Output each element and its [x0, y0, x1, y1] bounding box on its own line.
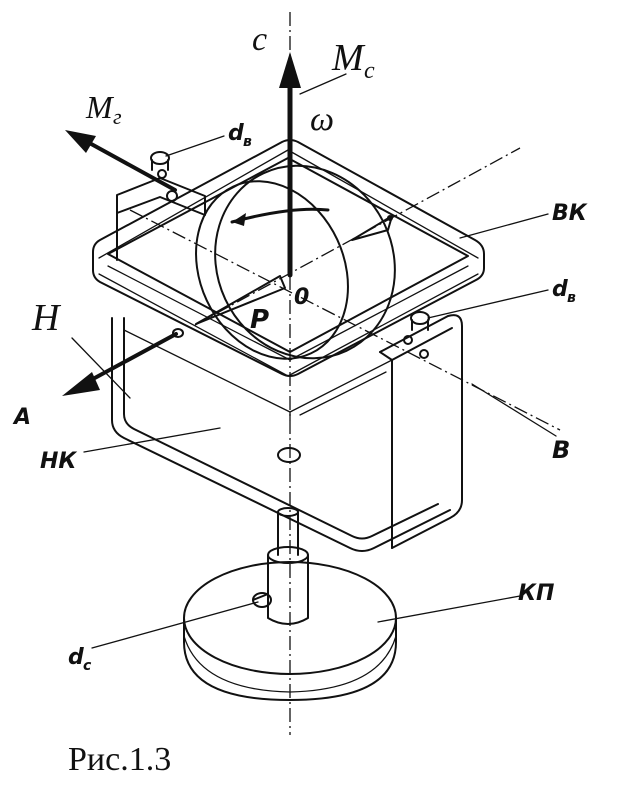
rotor-spin-axis — [194, 147, 521, 326]
svg-text:г: г — [113, 104, 122, 129]
inner-gimbal-vk — [92, 139, 485, 377]
svg-text:M: M — [331, 37, 366, 79]
label-dv-top: d в — [228, 121, 252, 150]
angular-momentum-vector-h — [62, 332, 178, 396]
label-p: P — [250, 305, 269, 335]
label-kp: КП — [518, 581, 554, 606]
figure-caption: Рис.1.3 — [68, 741, 171, 778]
outer-gimbal-nk — [111, 177, 463, 552]
label-mc: M c — [331, 37, 375, 84]
leader-h — [71, 337, 131, 399]
leader-kp — [377, 595, 521, 623]
svg-text:d: d — [68, 645, 84, 670]
leader-nk — [83, 427, 221, 453]
label-dc: d c — [68, 645, 92, 674]
label-b: В — [552, 436, 570, 464]
leader-vk — [459, 213, 549, 239]
omega-vector — [279, 52, 301, 278]
label-a: A — [12, 405, 31, 430]
svg-text:d: d — [228, 121, 244, 146]
svg-text:в: в — [567, 290, 576, 306]
svg-text:в: в — [243, 134, 252, 150]
svg-text:M: M — [85, 89, 115, 125]
gyroscopic-moment-vector — [65, 130, 177, 192]
outer-gimbal-hole — [277, 447, 301, 463]
leader-dv-top — [165, 135, 225, 157]
label-h: H — [31, 297, 62, 339]
leader-dc — [91, 601, 259, 649]
leader-dv-right — [427, 289, 549, 319]
label-c: c — [252, 21, 267, 58]
svg-text:c: c — [364, 58, 375, 84]
label-dv-right: d в — [552, 277, 576, 306]
leader-b — [471, 383, 557, 437]
leader-mc — [299, 73, 347, 95]
label-vk: ВК — [552, 201, 588, 226]
svg-text:d: d — [552, 277, 568, 302]
label-o: 0 — [294, 285, 309, 310]
stand-kp — [183, 507, 397, 701]
label-mg: M г — [85, 89, 122, 129]
axis-ab — [129, 209, 561, 431]
label-nk: НК — [40, 449, 77, 474]
label-omega: ω — [310, 101, 334, 138]
gimbal-pin-left — [172, 328, 184, 338]
bearing-screw-right — [403, 311, 430, 359]
rotor-disk — [195, 164, 396, 360]
bearing-screw-top — [150, 151, 178, 202]
svg-text:c: c — [83, 658, 92, 674]
